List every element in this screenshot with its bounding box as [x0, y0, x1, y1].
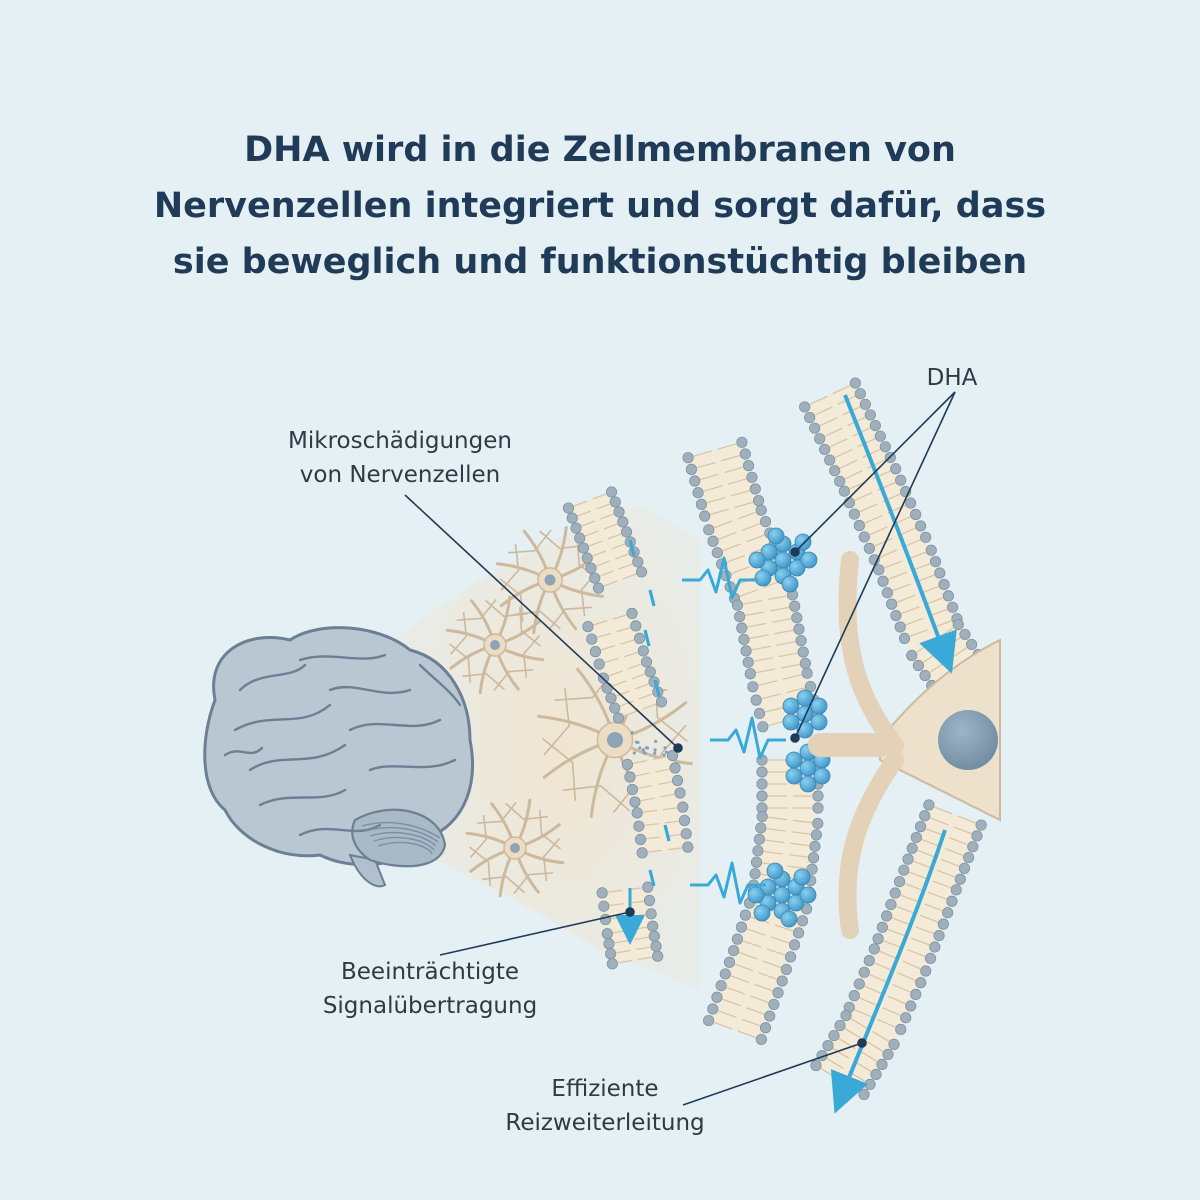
dha-cluster-4: [747, 862, 817, 928]
dha-cluster-3: [785, 743, 831, 793]
signal-wave-middle: [710, 716, 786, 760]
broken-signal-3: [653, 679, 661, 697]
membrane-right-bottom: [810, 799, 987, 1101]
membrane-left-mid: [582, 607, 668, 724]
axon-arrow-bottom: [830, 829, 947, 1114]
axon-arrow-top: [843, 394, 957, 674]
leader-lines: [404, 391, 956, 1106]
dha-clusters: [747, 527, 831, 928]
signal-wave-bottom: [690, 861, 766, 905]
membrane-left-low: [621, 749, 694, 859]
membrane-right-top: [799, 377, 984, 692]
title-line-3: sie beweglich und funktionstüchtig bleib…: [172, 242, 1028, 282]
signal-waves: [628, 539, 786, 905]
membrane-left-top: [562, 486, 648, 594]
brain-illustration: [203, 626, 475, 888]
broken-signal-5: [648, 869, 656, 887]
page-title: DHA wird in die Zellmembranen von Nerven…: [60, 122, 1140, 290]
broken-signal-4: [663, 824, 671, 842]
title-line-1: DHA wird in die Zellmembranen von: [244, 130, 956, 170]
label-impaired-signal: Beeinträchtigte Signalübertragung: [322, 959, 538, 1019]
label-dha: DHA: [926, 365, 978, 391]
neuron-left: [445, 595, 545, 695]
broken-signal-2: [643, 629, 651, 647]
membrane-middle-top: [682, 436, 823, 733]
neuron-bottom: [465, 798, 565, 898]
neuron-top: [495, 525, 605, 635]
label-micro-damage: Mikroschädigungen von Nervenzellen: [288, 428, 512, 488]
signal-wave-top: [682, 556, 758, 600]
right-neuron-nucleus: [938, 710, 998, 770]
right-neuron: [808, 551, 1001, 939]
broken-signal-0: [628, 539, 636, 557]
neuron-center: [537, 662, 693, 818]
title-line-2: Nervenzellen integriert und sorgt dafür,…: [153, 186, 1047, 226]
label-efficient-conduction: Effiziente Reizweiterleitung: [505, 1076, 705, 1136]
broken-signal-1: [648, 589, 656, 607]
